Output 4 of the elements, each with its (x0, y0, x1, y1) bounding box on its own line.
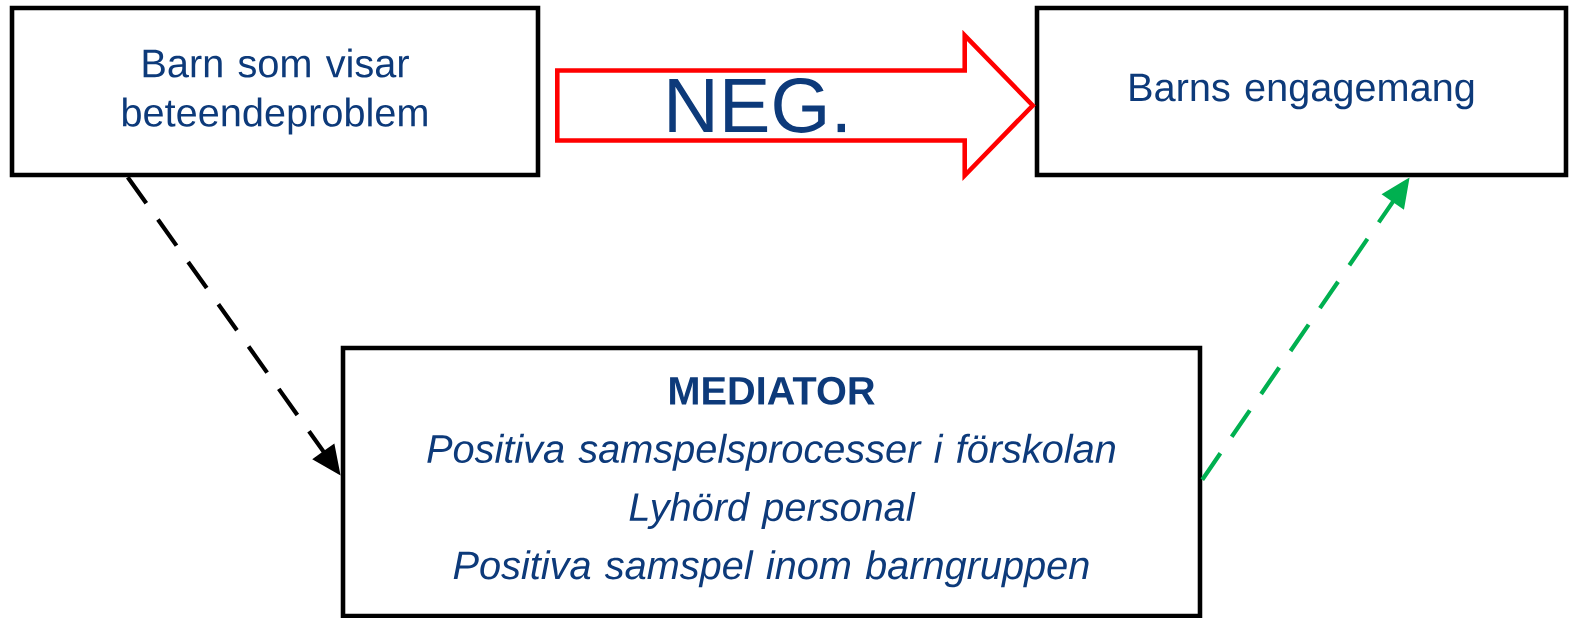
edge-label: NEG. (659, 74, 856, 137)
process-box: Barn som visar beteendeproblem (9, 5, 541, 178)
mediator-box: MEDIATOR Positiva samspelsprocesser i förskolan Lyhörd personal Positiva samspel inom barngruppen (340, 345, 1203, 618)
process-box: Barns engagemang (1034, 5, 1569, 178)
